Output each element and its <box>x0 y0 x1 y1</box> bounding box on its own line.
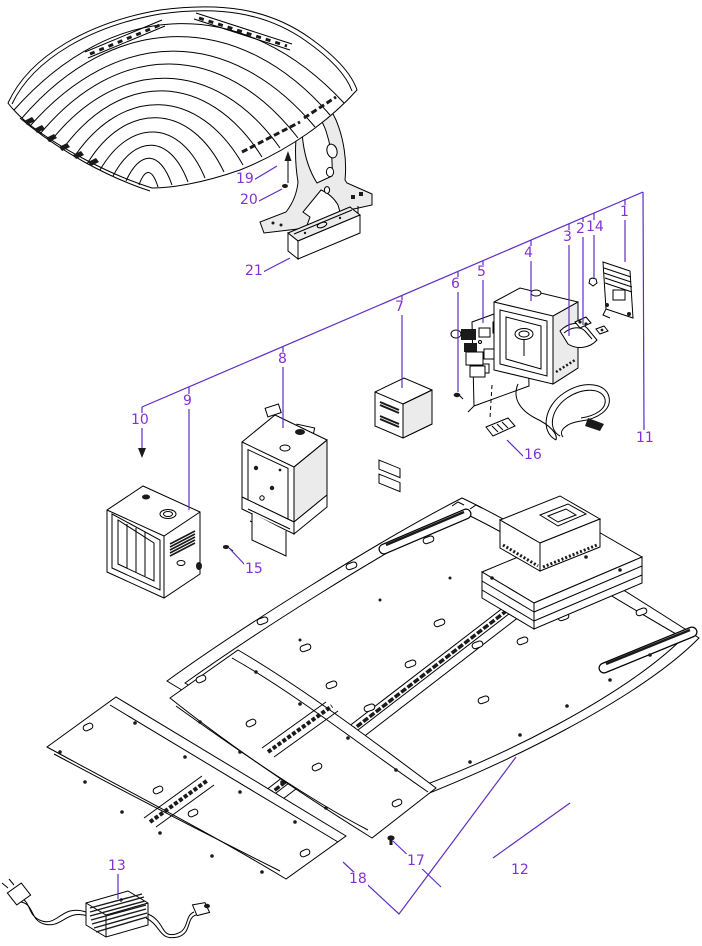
callout-5: 5 <box>476 264 487 280</box>
callout-3: 3 <box>562 229 573 245</box>
callout-2: 2 <box>575 221 586 237</box>
mounting-plate-1 <box>602 261 634 319</box>
callout-13: 13 <box>107 858 127 874</box>
module-box <box>374 377 433 493</box>
control-box <box>241 403 328 557</box>
callout-1: 1 <box>619 204 630 220</box>
canopy <box>7 6 358 192</box>
washer-20 <box>282 184 288 188</box>
callout-6: 6 <box>450 276 461 292</box>
screw-17 <box>387 835 395 845</box>
base-plate <box>166 495 700 810</box>
callout-21: 21 <box>244 263 264 279</box>
callout-11: 11 <box>635 430 655 446</box>
riser-assembly <box>480 495 644 630</box>
screw-6 <box>453 392 464 400</box>
callout-10: 10 <box>130 412 150 428</box>
callout-20: 20 <box>239 192 259 208</box>
callout-18: 18 <box>348 871 368 887</box>
lower-panel-front <box>46 696 347 880</box>
callout-leader-lines <box>117 165 645 915</box>
callout-7: 7 <box>394 299 405 315</box>
callout-12: 12 <box>510 862 530 878</box>
callout-4: 4 <box>523 245 534 261</box>
lamp-box <box>493 287 610 441</box>
callout-19: 19 <box>235 171 255 187</box>
callout-15: 15 <box>244 561 264 577</box>
screw-pin-19 <box>284 151 292 183</box>
power-adapter <box>1 878 211 939</box>
lower-panel-rear <box>169 649 437 839</box>
mounting-bar-21 <box>287 206 361 261</box>
callout-16: 16 <box>523 447 543 463</box>
connector-16 <box>485 417 516 437</box>
callout-8: 8 <box>277 351 288 367</box>
open-housing-box <box>106 485 202 599</box>
callout-14: 14 <box>585 219 605 235</box>
callout-17: 17 <box>406 853 426 869</box>
washer-14 <box>588 277 598 287</box>
callout-9: 9 <box>182 393 193 409</box>
